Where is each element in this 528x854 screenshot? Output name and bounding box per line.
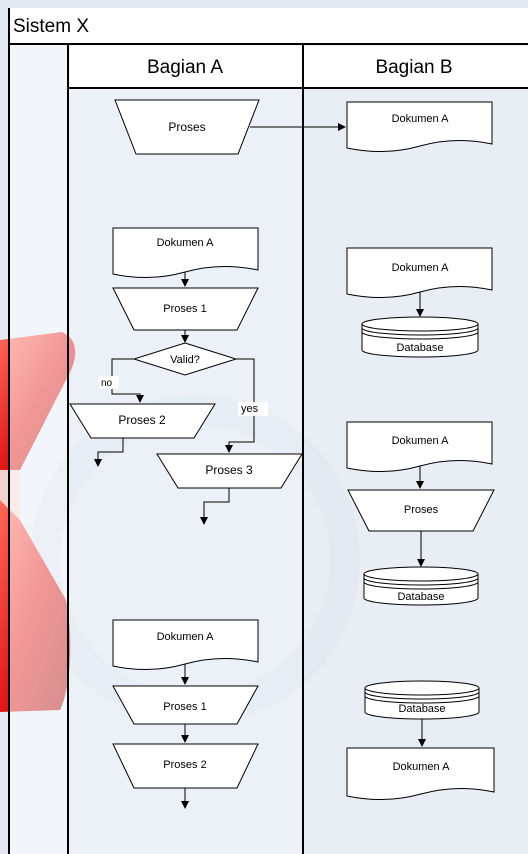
pool-title: Sistem X	[8, 8, 528, 45]
database-b-3-label: Database	[398, 703, 445, 715]
process-b	[347, 489, 495, 532]
process-2	[69, 403, 216, 439]
document-a-2-label: Dokumen A	[157, 631, 215, 643]
process-top	[114, 99, 260, 155]
database-b-1-label: Database	[396, 342, 443, 354]
document-b-2-label: Dokumen A	[392, 262, 450, 274]
document-b-3	[346, 421, 493, 473]
document-a-1	[112, 227, 259, 279]
document-a-2	[112, 619, 259, 671]
process-2-label: Proses 2	[118, 413, 166, 427]
process-2-bottom-label: Proses 2	[163, 759, 206, 771]
decision-valid	[132, 342, 238, 376]
yes-branch-label: yes	[241, 403, 259, 415]
document-b-1-label: Dokumen A	[392, 113, 450, 125]
process-1	[112, 287, 259, 331]
no-branch-label: no	[101, 378, 113, 389]
process-1-bottom	[112, 685, 259, 725]
pool-left-strip	[8, 45, 68, 854]
process-top-label: Proses	[168, 120, 205, 134]
document-b-4	[346, 747, 495, 801]
process-3	[156, 453, 303, 489]
lane-b-header: Bagian B	[375, 57, 452, 78]
document-a-1-label: Dokumen A	[157, 237, 215, 249]
process-2-bottom	[112, 743, 259, 789]
process-1-bottom-label: Proses 1	[163, 701, 206, 713]
document-b-4-label: Dokumen A	[393, 761, 451, 773]
document-b-1	[346, 101, 493, 153]
decision-valid-label: Valid?	[170, 354, 200, 366]
database-b-2-label: Database	[397, 591, 444, 603]
process-b-label: Proses	[404, 504, 439, 516]
document-b-3-label: Dokumen A	[392, 435, 450, 447]
document-b-2	[346, 247, 493, 299]
database-b-2	[363, 566, 479, 606]
database-b-1	[361, 316, 479, 358]
process-3-label: Proses 3	[205, 463, 253, 477]
database-b-3	[364, 680, 480, 720]
lane-a-header: Bagian A	[147, 57, 223, 78]
process-1-label: Proses 1	[163, 303, 206, 315]
